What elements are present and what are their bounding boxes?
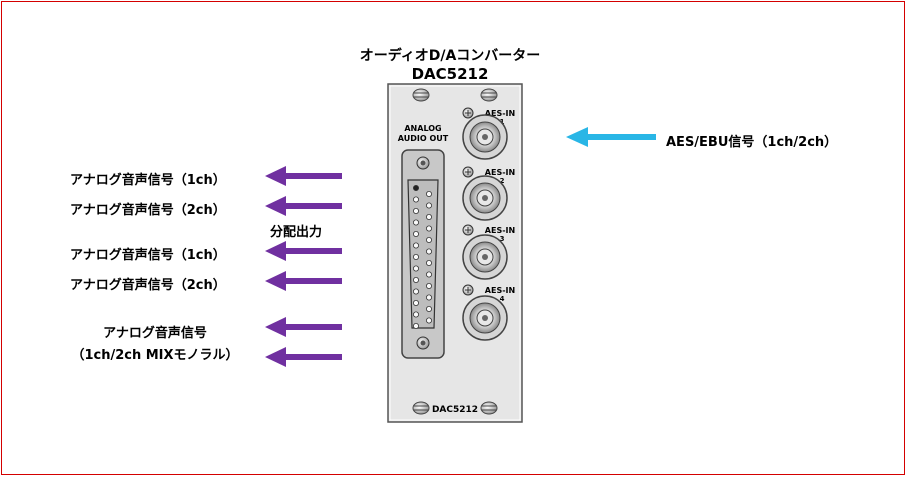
aes-in-2-label: AES-IN: [485, 168, 515, 177]
dsub-pin: [412, 322, 419, 329]
output-arrow-3: [265, 241, 342, 261]
dsub-pin: [412, 184, 419, 191]
dsub-pin: [412, 288, 419, 295]
dsub-pin: [425, 259, 432, 266]
dsub-pin: [425, 282, 432, 289]
output-arrow-mix-2: [265, 347, 342, 367]
dsub-pin: [412, 196, 419, 203]
aes-in-3-label: AES-IN: [485, 226, 515, 235]
dsub-connector: [401, 149, 445, 359]
panel-screw-bottom-left: [412, 401, 430, 415]
output-arrow-2: [265, 196, 342, 216]
dsub-pin: [412, 299, 419, 306]
input-arrow: [566, 127, 656, 147]
analog-label-line1: ANALOG: [404, 124, 441, 133]
dsub-pin: [425, 294, 432, 301]
dsub-pin: [425, 317, 432, 324]
mix-output-label-line1: アナログ音声信号: [103, 326, 207, 341]
output-label-2: アナログ音声信号（2ch）: [70, 203, 226, 218]
aes-in-4: AES-IN 4: [462, 284, 515, 341]
panel-screw-top-left: [412, 88, 430, 102]
dsub-pin: [412, 219, 419, 226]
diagram-title: オーディオD/Aコンバーター: [359, 48, 541, 64]
output-label-3: アナログ音声信号（1ch）: [70, 248, 226, 263]
panel-screw-bottom-right: [480, 401, 498, 415]
aes-in-4-number: 4: [500, 295, 505, 303]
aes-in-2-number: 2: [500, 177, 505, 185]
input-label: AES/EBU信号（1ch/2ch）: [666, 135, 838, 150]
panel-screw-top-right: [480, 88, 498, 102]
dsub-pin: [425, 225, 432, 232]
analog-label-line2: AUDIO OUT: [398, 134, 449, 143]
dsub-pin: [412, 230, 419, 237]
aes-in-1-label: AES-IN: [485, 109, 515, 118]
dsub-pin: [412, 276, 419, 283]
output-label-1: アナログ音声信号（1ch）: [70, 173, 226, 188]
dsub-pin: [425, 202, 432, 209]
output-label-4: アナログ音声信号（2ch）: [70, 278, 226, 293]
output-arrow-mix-1: [265, 317, 342, 337]
aes-in-2: AES-IN 2: [462, 166, 515, 221]
dsub-pin: [425, 236, 432, 243]
distribution-label: 分配出力: [270, 225, 323, 240]
output-arrow-1: [265, 166, 342, 186]
mix-output-label-line2: （1ch/2ch MIXモノラル）: [71, 348, 239, 363]
dsub-pin: [425, 271, 432, 278]
dsub-pin: [412, 207, 419, 214]
panel-model-label: DAC5212: [432, 405, 478, 415]
aes-in-3-number: 3: [500, 235, 505, 243]
aes-in-3: AES-IN 3: [462, 224, 515, 280]
dsub-pin: [412, 253, 419, 260]
aes-in-4-label: AES-IN: [485, 286, 515, 295]
dsub-pin: [412, 242, 419, 249]
model-title: DAC5212: [411, 65, 489, 83]
dsub-pin: [425, 213, 432, 220]
dsub-pin: [425, 190, 432, 197]
aes-in-1: AES-IN 1: [462, 107, 515, 160]
dsub-pin: [425, 305, 432, 312]
dsub-pin: [425, 248, 432, 255]
dsub-pin: [412, 265, 419, 272]
output-arrow-4: [265, 271, 342, 291]
dsub-pin: [412, 311, 419, 318]
